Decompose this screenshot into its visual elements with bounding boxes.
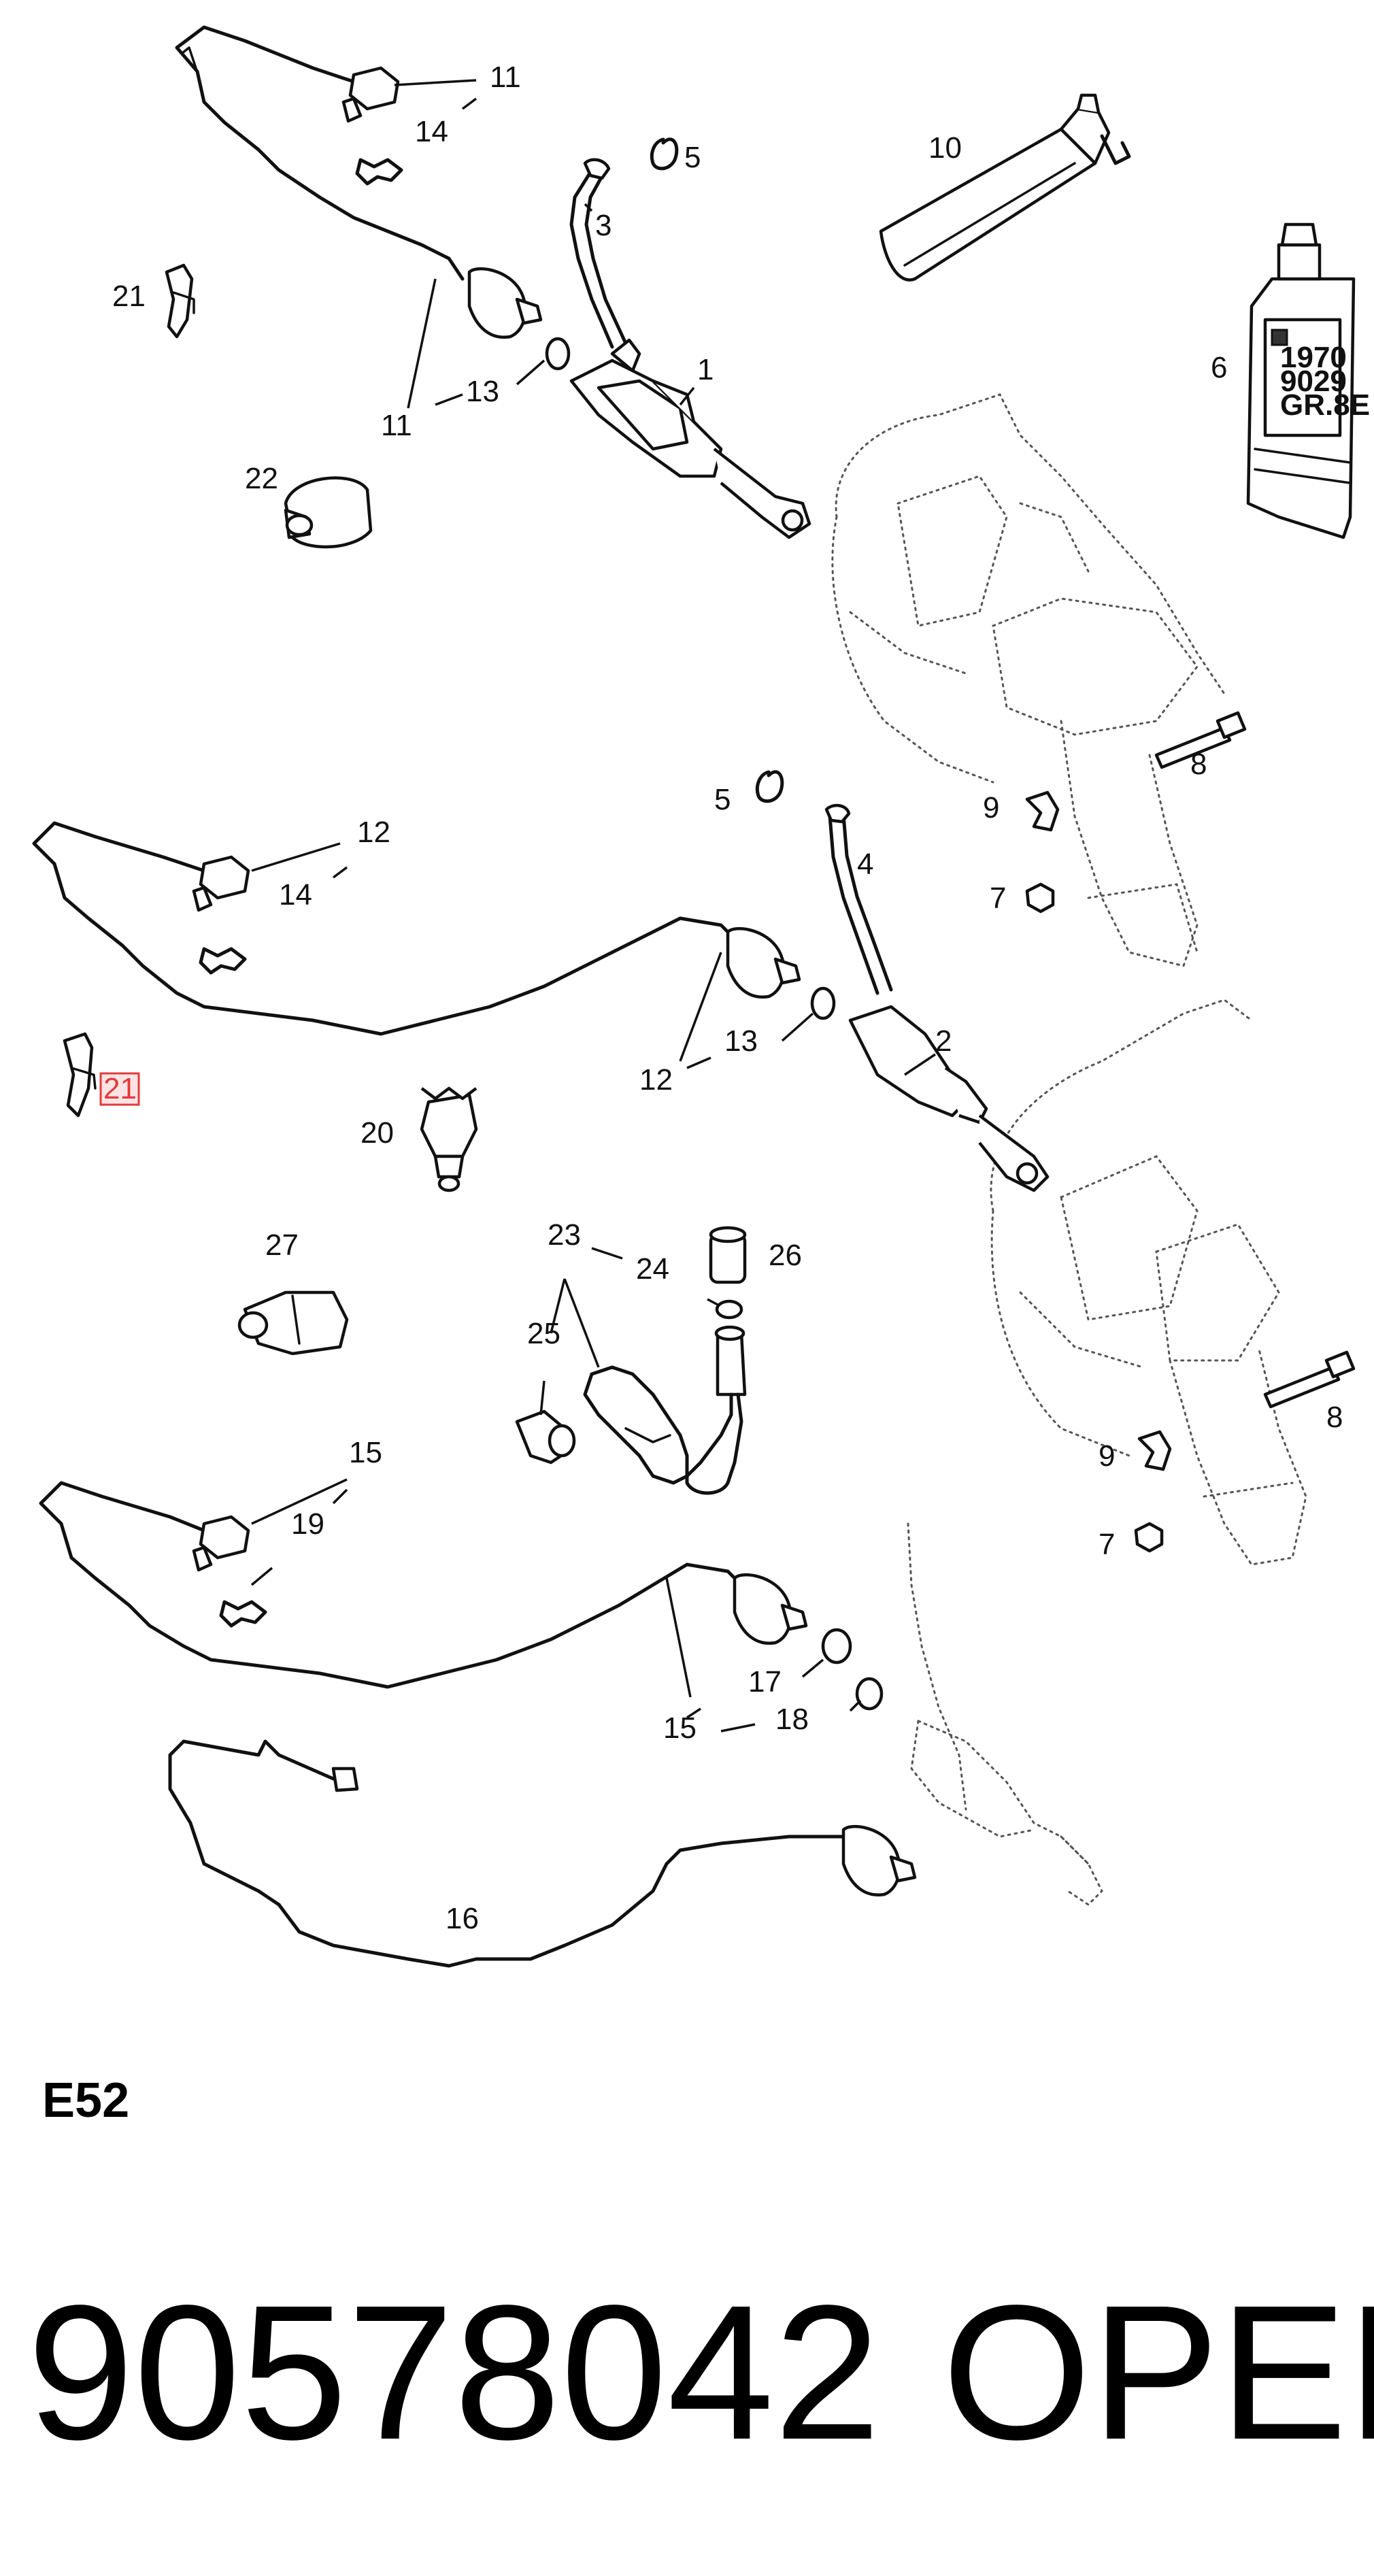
washer-part-13-lower	[810, 986, 836, 1020]
callout-5-lower: 5	[714, 783, 731, 816]
clamp-part-22	[284, 476, 373, 549]
hose-part-3	[569, 158, 628, 349]
bolt-part-25	[515, 1409, 576, 1465]
callout-11-upper: 11	[490, 61, 521, 94]
callout-10: 10	[928, 131, 962, 165]
tube-label-line-3: GR.8E	[1280, 388, 1370, 422]
master-cylinder-part-1	[569, 338, 811, 539]
clip-part-9-upper	[1025, 790, 1060, 832]
callout-9-lower: 9	[1099, 1439, 1115, 1473]
callout-2: 2	[935, 1024, 952, 1058]
section-code: E52	[42, 2073, 129, 2128]
hose-part-4	[824, 803, 893, 995]
callout-14-upper: 14	[415, 115, 448, 148]
pipe-loop-part-23	[583, 1325, 747, 1495]
callout-13-upper: 13	[466, 375, 499, 408]
clip-part-21-lower	[63, 1032, 97, 1118]
callout-20: 20	[361, 1116, 394, 1150]
callout-15-upper: 15	[349, 1436, 382, 1469]
grease-tube-part-6: 1970 9029 GR.8E	[1246, 222, 1370, 539]
clip-part-9-lower	[1137, 1430, 1172, 1471]
callout-27: 27	[265, 1228, 299, 1262]
callout-9-upper: 9	[983, 791, 999, 824]
washer-part-24	[715, 1299, 743, 1320]
callout-7-lower: 7	[1099, 1528, 1115, 1561]
grease-gun-part-10	[879, 93, 1131, 282]
highlight-box-21	[99, 1072, 140, 1106]
callout-21-highlighted: 21	[103, 1072, 137, 1105]
bolt-part-8-upper	[1154, 711, 1247, 769]
fastener-part-20	[420, 1086, 478, 1192]
nut-part-7-upper	[1025, 882, 1055, 914]
leader-lines	[250, 79, 936, 1733]
tube-label-line-1: 1970	[1280, 341, 1347, 374]
washer-part-17	[821, 1628, 852, 1665]
callout-labels: 11 14 5 3 10 6 21 1 13 11 22 8 12 5 9 4 …	[99, 61, 1343, 1935]
callout-26: 26	[769, 1239, 802, 1272]
callout-3: 3	[595, 209, 611, 242]
washer-part-18	[855, 1677, 884, 1711]
callout-13-lower: 13	[724, 1024, 758, 1058]
clip-part-19	[219, 1600, 267, 1628]
clip-part-14-upper	[355, 158, 403, 186]
clip-part-21-upper	[165, 263, 195, 339]
callout-15-lower: 15	[663, 1711, 697, 1745]
callout-8-upper: 8	[1190, 748, 1207, 781]
cylinder-part-2	[848, 1005, 1050, 1192]
callout-11-lower: 11	[381, 409, 412, 442]
callout-17: 17	[748, 1665, 782, 1699]
ring-part-5-lower	[755, 770, 784, 803]
callout-16: 16	[446, 1902, 479, 1935]
pedal-assembly-lower	[990, 999, 1307, 1566]
callout-5-upper: 5	[684, 141, 701, 174]
clamp-part-27	[237, 1290, 349, 1356]
ring-part-5-upper	[650, 137, 679, 171]
callout-18: 18	[775, 1703, 809, 1736]
callout-24: 24	[636, 1252, 669, 1286]
brand-name: OPEL	[942, 2265, 1374, 2479]
callout-12-lower: 12	[639, 1063, 673, 1097]
callout-6: 6	[1211, 351, 1227, 384]
hydraulic-pipe-15	[39, 1481, 808, 1689]
callout-25: 25	[527, 1317, 560, 1350]
tube-label-line-2: 9029	[1280, 365, 1347, 398]
callout-1: 1	[697, 353, 714, 386]
callout-14-lower: 14	[279, 878, 312, 911]
callout-7-upper: 7	[990, 882, 1006, 915]
fitting-part-26	[709, 1226, 747, 1284]
part-number: 90578042	[27, 2265, 881, 2479]
hydraulic-pipe-16	[168, 1739, 917, 1968]
callout-21-upper: 21	[112, 280, 146, 313]
bolt-part-8-lower	[1263, 1350, 1356, 1409]
pedal-assembly-upper	[831, 393, 1226, 967]
callout-19: 19	[291, 1507, 324, 1541]
callout-8-lower: 8	[1326, 1401, 1343, 1434]
callout-12-upper: 12	[357, 816, 390, 849]
callout-4: 4	[857, 848, 873, 881]
washer-part-13-upper	[545, 337, 571, 371]
callout-22: 22	[245, 462, 278, 495]
hydraulic-pipe-11	[175, 25, 543, 339]
nut-part-7-lower	[1134, 1522, 1164, 1553]
callout-23: 23	[548, 1218, 581, 1252]
slave-cylinder-dotted	[907, 1522, 1103, 1906]
clip-part-14-lower	[199, 947, 247, 975]
hydraulic-pipe-12	[32, 821, 801, 1036]
